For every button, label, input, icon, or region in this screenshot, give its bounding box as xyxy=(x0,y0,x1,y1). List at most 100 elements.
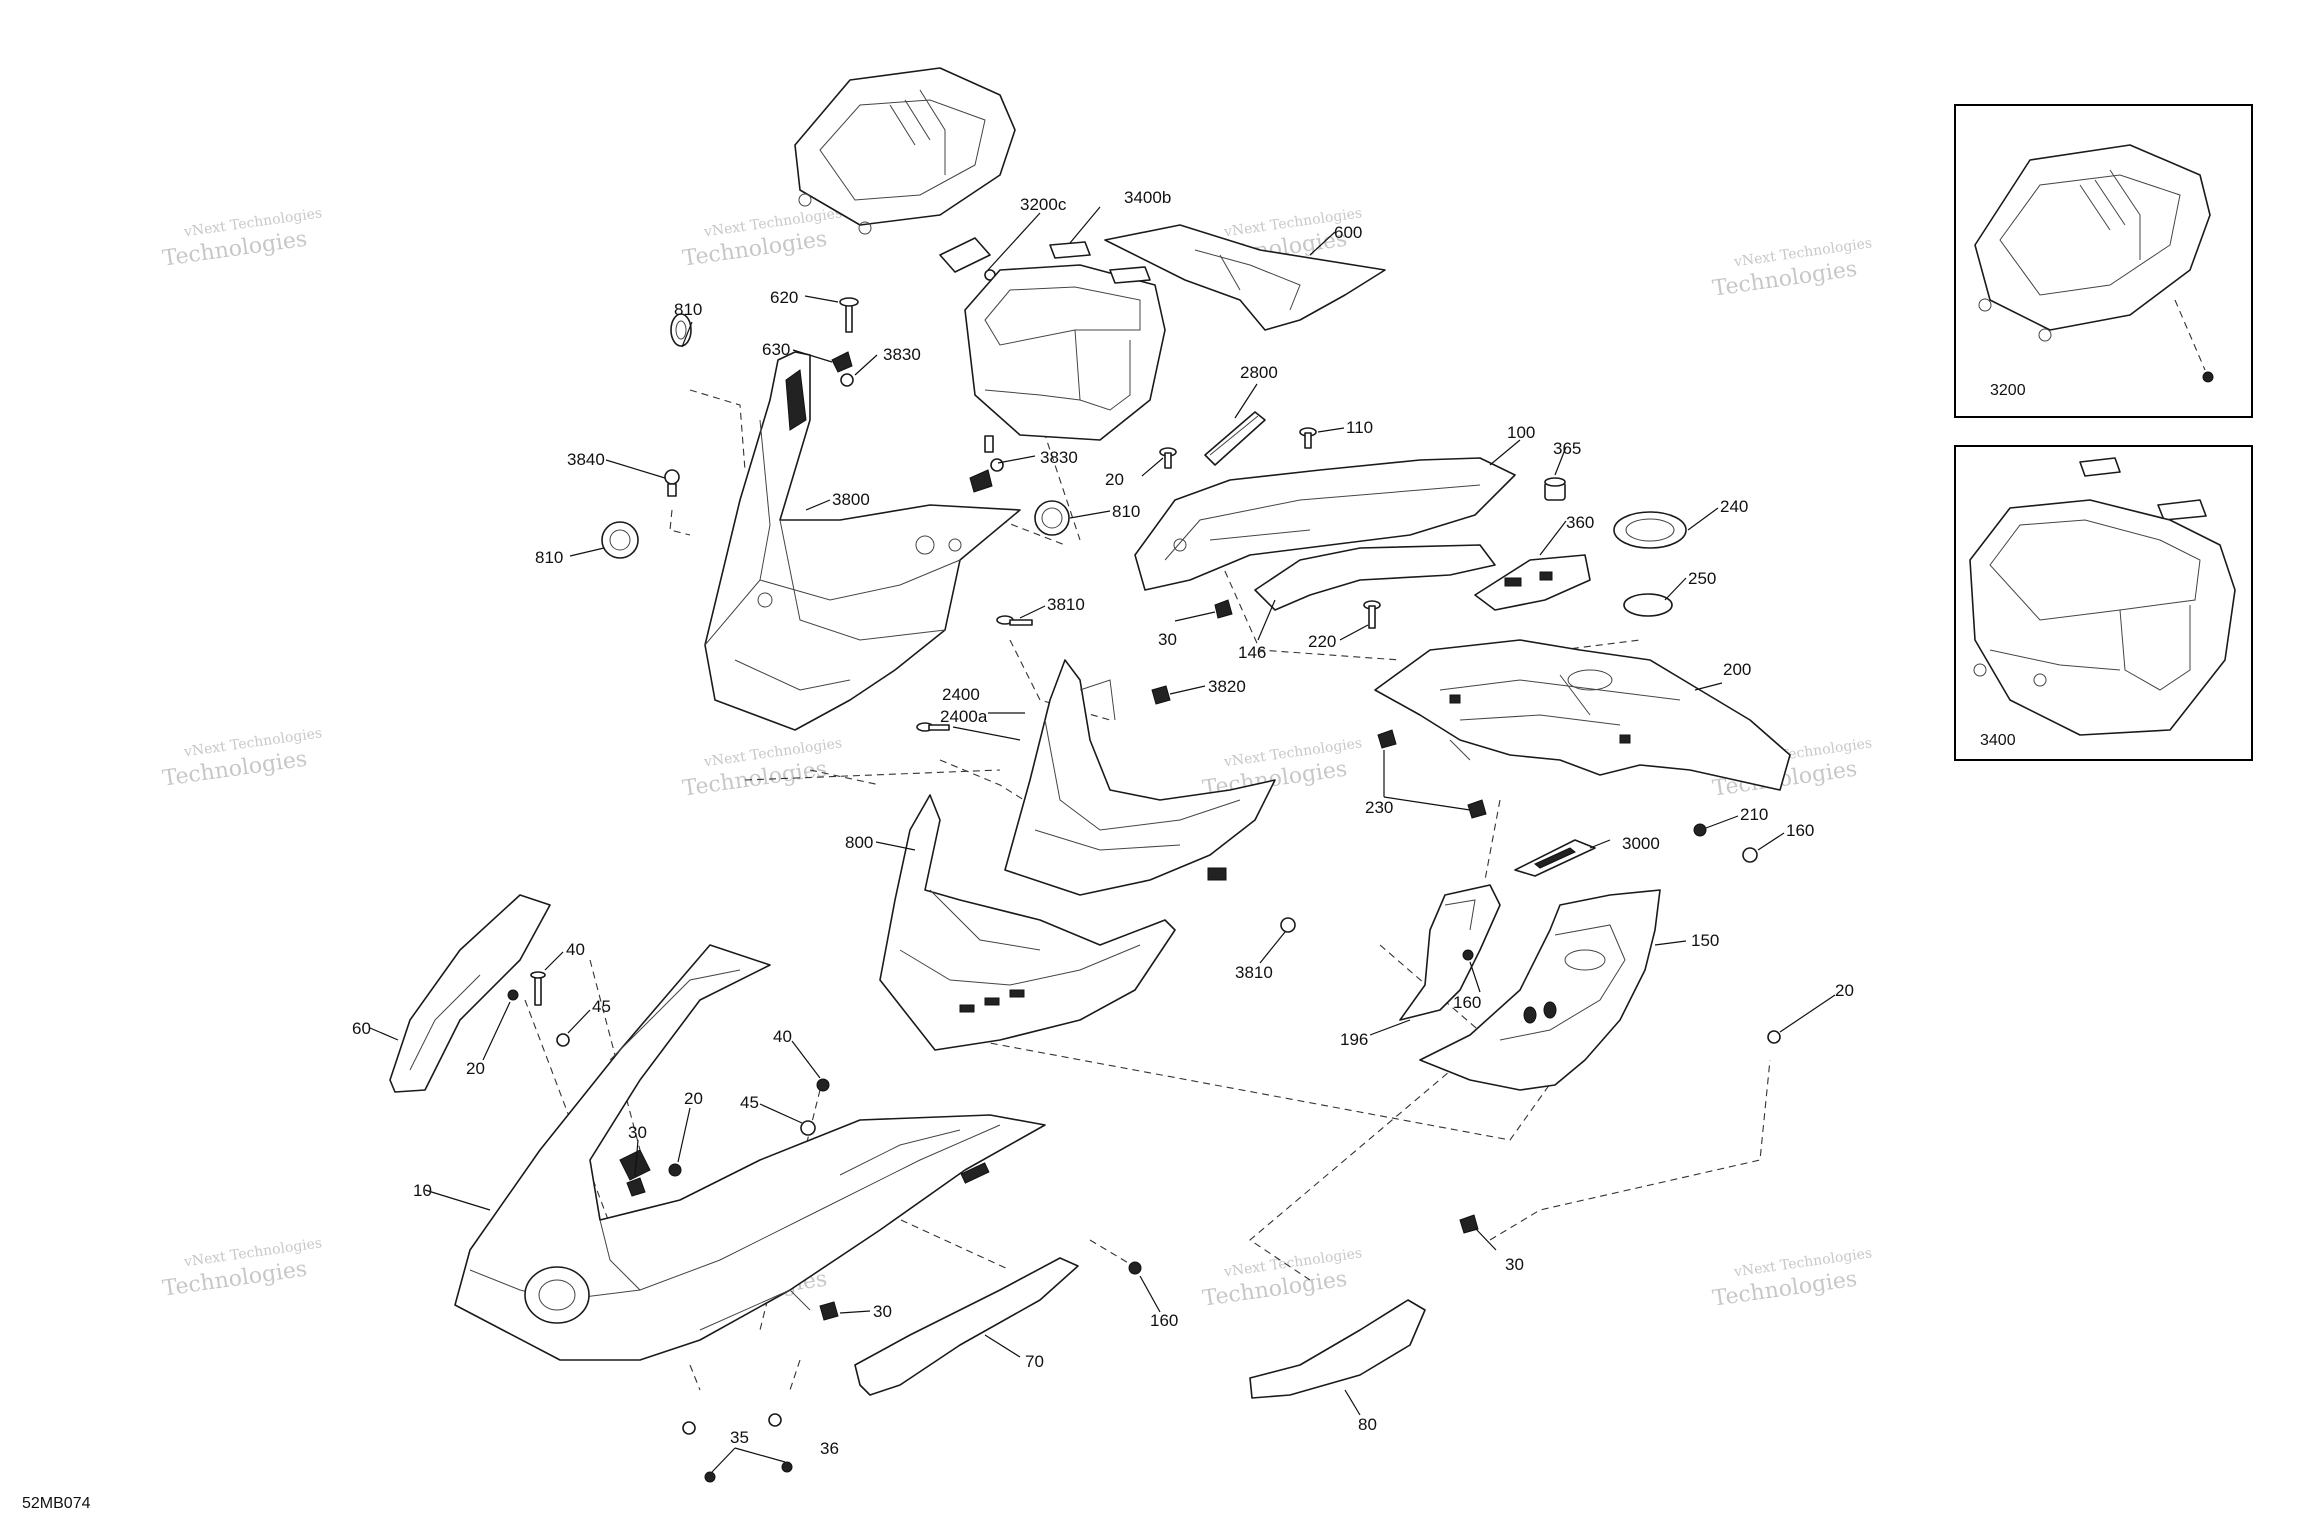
callout-146: 146 xyxy=(1238,643,1266,662)
part-240-ring xyxy=(1613,511,1687,549)
part-30-clip xyxy=(626,1177,646,1197)
callout-60: 60 xyxy=(352,1019,371,1038)
callout-110: 110 xyxy=(1346,418,1373,437)
callout-250: 250 xyxy=(1688,569,1716,588)
watermark: vNext Technologies Technologies xyxy=(161,205,323,271)
part-60-side-trim xyxy=(389,894,551,1093)
callout-30: 30 xyxy=(1158,630,1177,649)
part-45-washer xyxy=(556,1033,570,1047)
part-30-clip xyxy=(1459,1214,1479,1234)
callout-3840: 3840 xyxy=(567,450,605,469)
part-810-grommet xyxy=(601,521,639,559)
part-70-lower-trim xyxy=(854,1257,1079,1396)
part-3810-rivet xyxy=(1280,917,1296,933)
watermark: vNext Technologies Technologies xyxy=(681,735,843,801)
callout-2800: 2800 xyxy=(1240,363,1278,382)
part-3840-rivet xyxy=(664,469,680,497)
callout-800: 800 xyxy=(845,833,873,852)
part-2400-headlight-housing xyxy=(1004,659,1276,896)
part-20-screw xyxy=(1159,447,1177,469)
part-2800-bracket xyxy=(1204,411,1266,466)
callout-620: 620 xyxy=(770,288,798,307)
part-810-grommet xyxy=(1034,500,1070,536)
callout-20: 20 xyxy=(1835,981,1854,1000)
callout-360: 360 xyxy=(1566,513,1594,532)
part-30-clip xyxy=(819,1301,839,1321)
inset-label-3400: 3400 xyxy=(1980,732,2016,749)
part-36-nut xyxy=(768,1413,793,1473)
callout-220: 220 xyxy=(1308,632,1336,651)
part-230-clip xyxy=(1467,799,1487,819)
callout-3810: 3810 xyxy=(1047,595,1085,614)
part-3830-clip xyxy=(840,373,854,387)
callout-3000: 3000 xyxy=(1622,834,1660,853)
watermark: vNext Technologies Technologies xyxy=(161,725,323,791)
part-30-clip xyxy=(1214,599,1233,619)
part-360-plate xyxy=(1474,554,1591,611)
part-620-screw xyxy=(839,297,859,333)
watermark: vNext Technologies Technologies xyxy=(1201,1245,1363,1311)
part-230-clip xyxy=(1377,729,1397,749)
watermark: vNext Technologies Technologies xyxy=(161,1235,323,1301)
callout-160: 160 xyxy=(1150,1311,1178,1330)
inset-label-3200: 3200 xyxy=(1990,382,2026,399)
part-200-center-frame xyxy=(1374,639,1791,791)
part-3200c-clip xyxy=(939,237,996,281)
callout-45: 45 xyxy=(592,997,611,1016)
watermark: vNext Technologies Technologies xyxy=(1711,235,1873,301)
part-20-screw xyxy=(668,1163,682,1177)
callout-196: 196 xyxy=(1340,1030,1368,1049)
callout-600: 600 xyxy=(1334,223,1362,242)
callout-365: 365 xyxy=(1553,439,1581,458)
callout-20: 20 xyxy=(1105,470,1124,489)
callout-3820: 3820 xyxy=(1208,677,1246,696)
part-40-screw xyxy=(816,1078,830,1092)
part-196-deflector xyxy=(1399,884,1501,1021)
callout-810: 810 xyxy=(535,548,563,567)
part-146-strip xyxy=(1254,544,1496,611)
part-40-screw xyxy=(530,971,546,1006)
callout-2400a: 2400a xyxy=(940,707,988,726)
callout-30: 30 xyxy=(628,1123,647,1142)
part-630-nut xyxy=(831,351,853,373)
part-20-screw xyxy=(1767,1030,1781,1044)
part-250-o-ring xyxy=(1623,593,1673,617)
callout-20: 20 xyxy=(466,1059,485,1078)
callout-160: 160 xyxy=(1453,993,1481,1012)
callout-3400b: 3400b xyxy=(1124,188,1171,207)
part-220-screw xyxy=(1363,600,1381,629)
part-600-rear-panel xyxy=(1104,224,1386,331)
callout-45: 45 xyxy=(740,1093,759,1112)
part-110-screw xyxy=(1299,427,1317,449)
callout-10: 10 xyxy=(413,1181,432,1200)
callout-3200c: 3200c xyxy=(1020,195,1067,214)
part-3400-storage-bin xyxy=(964,264,1166,441)
part-210-nut xyxy=(1693,823,1707,837)
callout-20: 20 xyxy=(684,1089,703,1108)
watermark: vNext Technologies Technologies xyxy=(1711,1245,1873,1311)
part-3810-rivet xyxy=(996,615,1033,626)
callout-3810: 3810 xyxy=(1235,963,1273,982)
inset-3400: 3400 xyxy=(1954,445,2253,761)
callout-240: 240 xyxy=(1720,497,1748,516)
part-3200-cover xyxy=(794,67,1016,235)
callout-40: 40 xyxy=(566,940,585,959)
part-160-screw xyxy=(1742,847,1758,863)
leader-lines xyxy=(369,206,1836,1473)
part-160-screw xyxy=(1128,1261,1142,1275)
part-3830-clip xyxy=(969,435,1004,493)
callout-30: 30 xyxy=(873,1302,892,1321)
callout-3830: 3830 xyxy=(1040,448,1078,467)
part-3800-upper-fairing xyxy=(704,351,1021,731)
callout-36: 36 xyxy=(820,1439,839,1458)
part-35-washer xyxy=(682,1421,716,1483)
part-3820-clip xyxy=(1151,685,1171,705)
callout-70: 70 xyxy=(1025,1352,1044,1371)
callout-230: 230 xyxy=(1365,798,1393,817)
callout-200: 200 xyxy=(1723,660,1751,679)
callout-3800: 3800 xyxy=(832,490,870,509)
callout-210: 210 xyxy=(1740,805,1768,824)
callout-labels: 3200c 3400b 600 620 630 3830 810 3840 38… xyxy=(352,188,1854,1458)
callout-35: 35 xyxy=(730,1428,749,1447)
